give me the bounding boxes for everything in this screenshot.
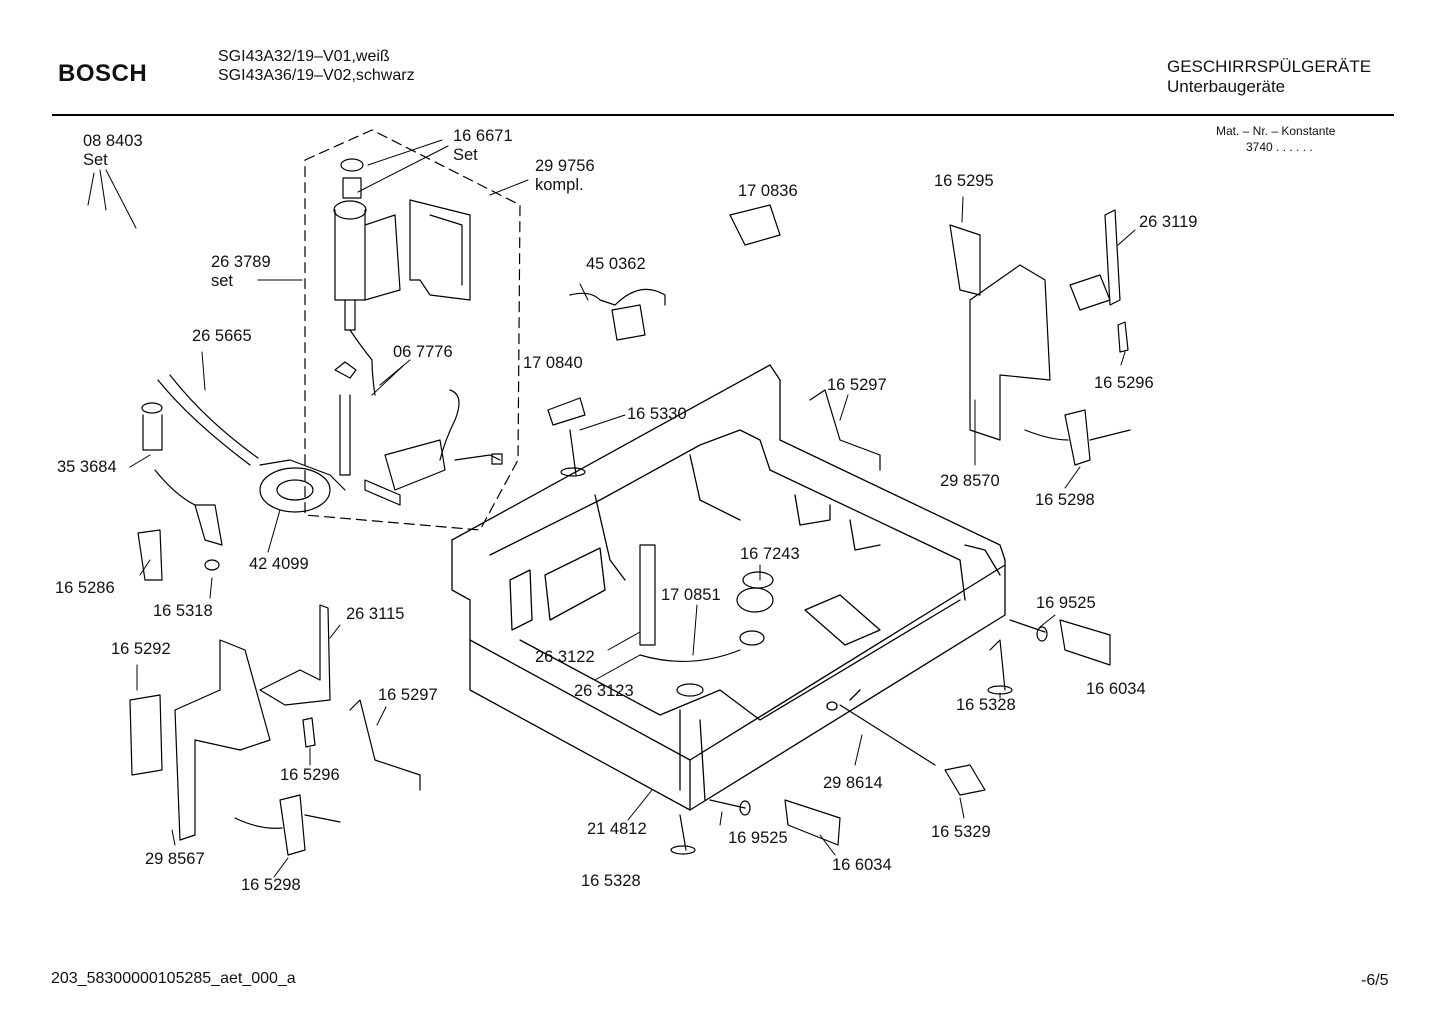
model-line-1: SGI43A32/19–V01,weiß xyxy=(218,48,390,65)
part-label-170840: 17 0840 xyxy=(523,354,583,372)
part-label-165297a: 16 5297 xyxy=(827,376,887,394)
part-label-165298a: 16 5298 xyxy=(1035,491,1095,509)
part-label-165286: 16 5286 xyxy=(55,579,115,597)
part-label-263119: 26 3119 xyxy=(1139,213,1198,231)
part-label-170836: 17 0836 xyxy=(738,182,798,200)
part-label-263123: 26 3123 xyxy=(574,682,634,700)
header-divider xyxy=(52,114,1394,116)
part-label-265665: 26 5665 xyxy=(192,327,252,345)
part-label-263122: 26 3122 xyxy=(535,648,595,666)
leader-lines xyxy=(87,139,1136,878)
part-label-167243: 16 7243 xyxy=(740,545,800,563)
part-label-298570: 29 8570 xyxy=(940,472,1000,490)
document-id: 203_58300000105285_aet_000_a xyxy=(51,970,296,987)
part-label-165296b: 16 5296 xyxy=(280,766,340,784)
part-label-166034a: 16 6034 xyxy=(1086,680,1146,698)
part-label-165328b: 16 5328 xyxy=(581,872,641,890)
part-label-165292: 16 5292 xyxy=(111,640,171,658)
part-label-298567: 29 8567 xyxy=(145,850,205,868)
part-label-298614: 29 8614 xyxy=(823,774,883,792)
assembly-outline-dashed xyxy=(304,129,521,531)
part-label-169525b: 16 9525 xyxy=(728,829,788,847)
part-label-165295: 16 5295 xyxy=(934,172,994,190)
part-label-263115: 26 3115 xyxy=(346,605,405,623)
drain-pump xyxy=(141,374,346,571)
part-label-165296a: 16 5296 xyxy=(1094,374,1154,392)
page-number: -6/5 xyxy=(1361,972,1389,989)
part-label-214812: 21 4812 xyxy=(587,820,647,838)
part-label-067776: 06 7776 xyxy=(393,343,453,361)
model-line-2: SGI43A36/19–V02,schwarz xyxy=(218,67,415,84)
part-label-166034b: 16 6034 xyxy=(832,856,892,874)
part-label-165330: 16 5330 xyxy=(627,405,687,423)
misc-parts xyxy=(129,204,1131,856)
part-label-353684: 35 3684 xyxy=(57,458,117,476)
part-label-165329: 16 5329 xyxy=(931,823,991,841)
mat-caption: Mat. – Nr. – Konstante xyxy=(1216,124,1336,138)
pump-valve-assembly xyxy=(333,158,503,506)
mat-value: 3740 . . . . . . xyxy=(1246,140,1313,154)
part-label-165298b: 16 5298 xyxy=(241,876,301,894)
brand-logo: BOSCH xyxy=(58,60,148,87)
base-tub xyxy=(451,364,1006,811)
part-label-450362: 45 0362 xyxy=(586,255,646,273)
part-label-165297b: 16 5297 xyxy=(378,686,438,704)
part-label-170851: 17 0851 xyxy=(661,586,721,604)
category-title: GESCHIRRSPÜLGERÄTE xyxy=(1167,57,1372,76)
part-label-165328a: 16 5328 xyxy=(956,696,1016,714)
part-label-424099: 42 4099 xyxy=(249,555,309,573)
subcategory-title: Unterbaugeräte xyxy=(1167,77,1286,96)
part-label-169525a: 16 9525 xyxy=(1036,594,1096,612)
part-label-165318: 16 5318 xyxy=(153,602,213,620)
